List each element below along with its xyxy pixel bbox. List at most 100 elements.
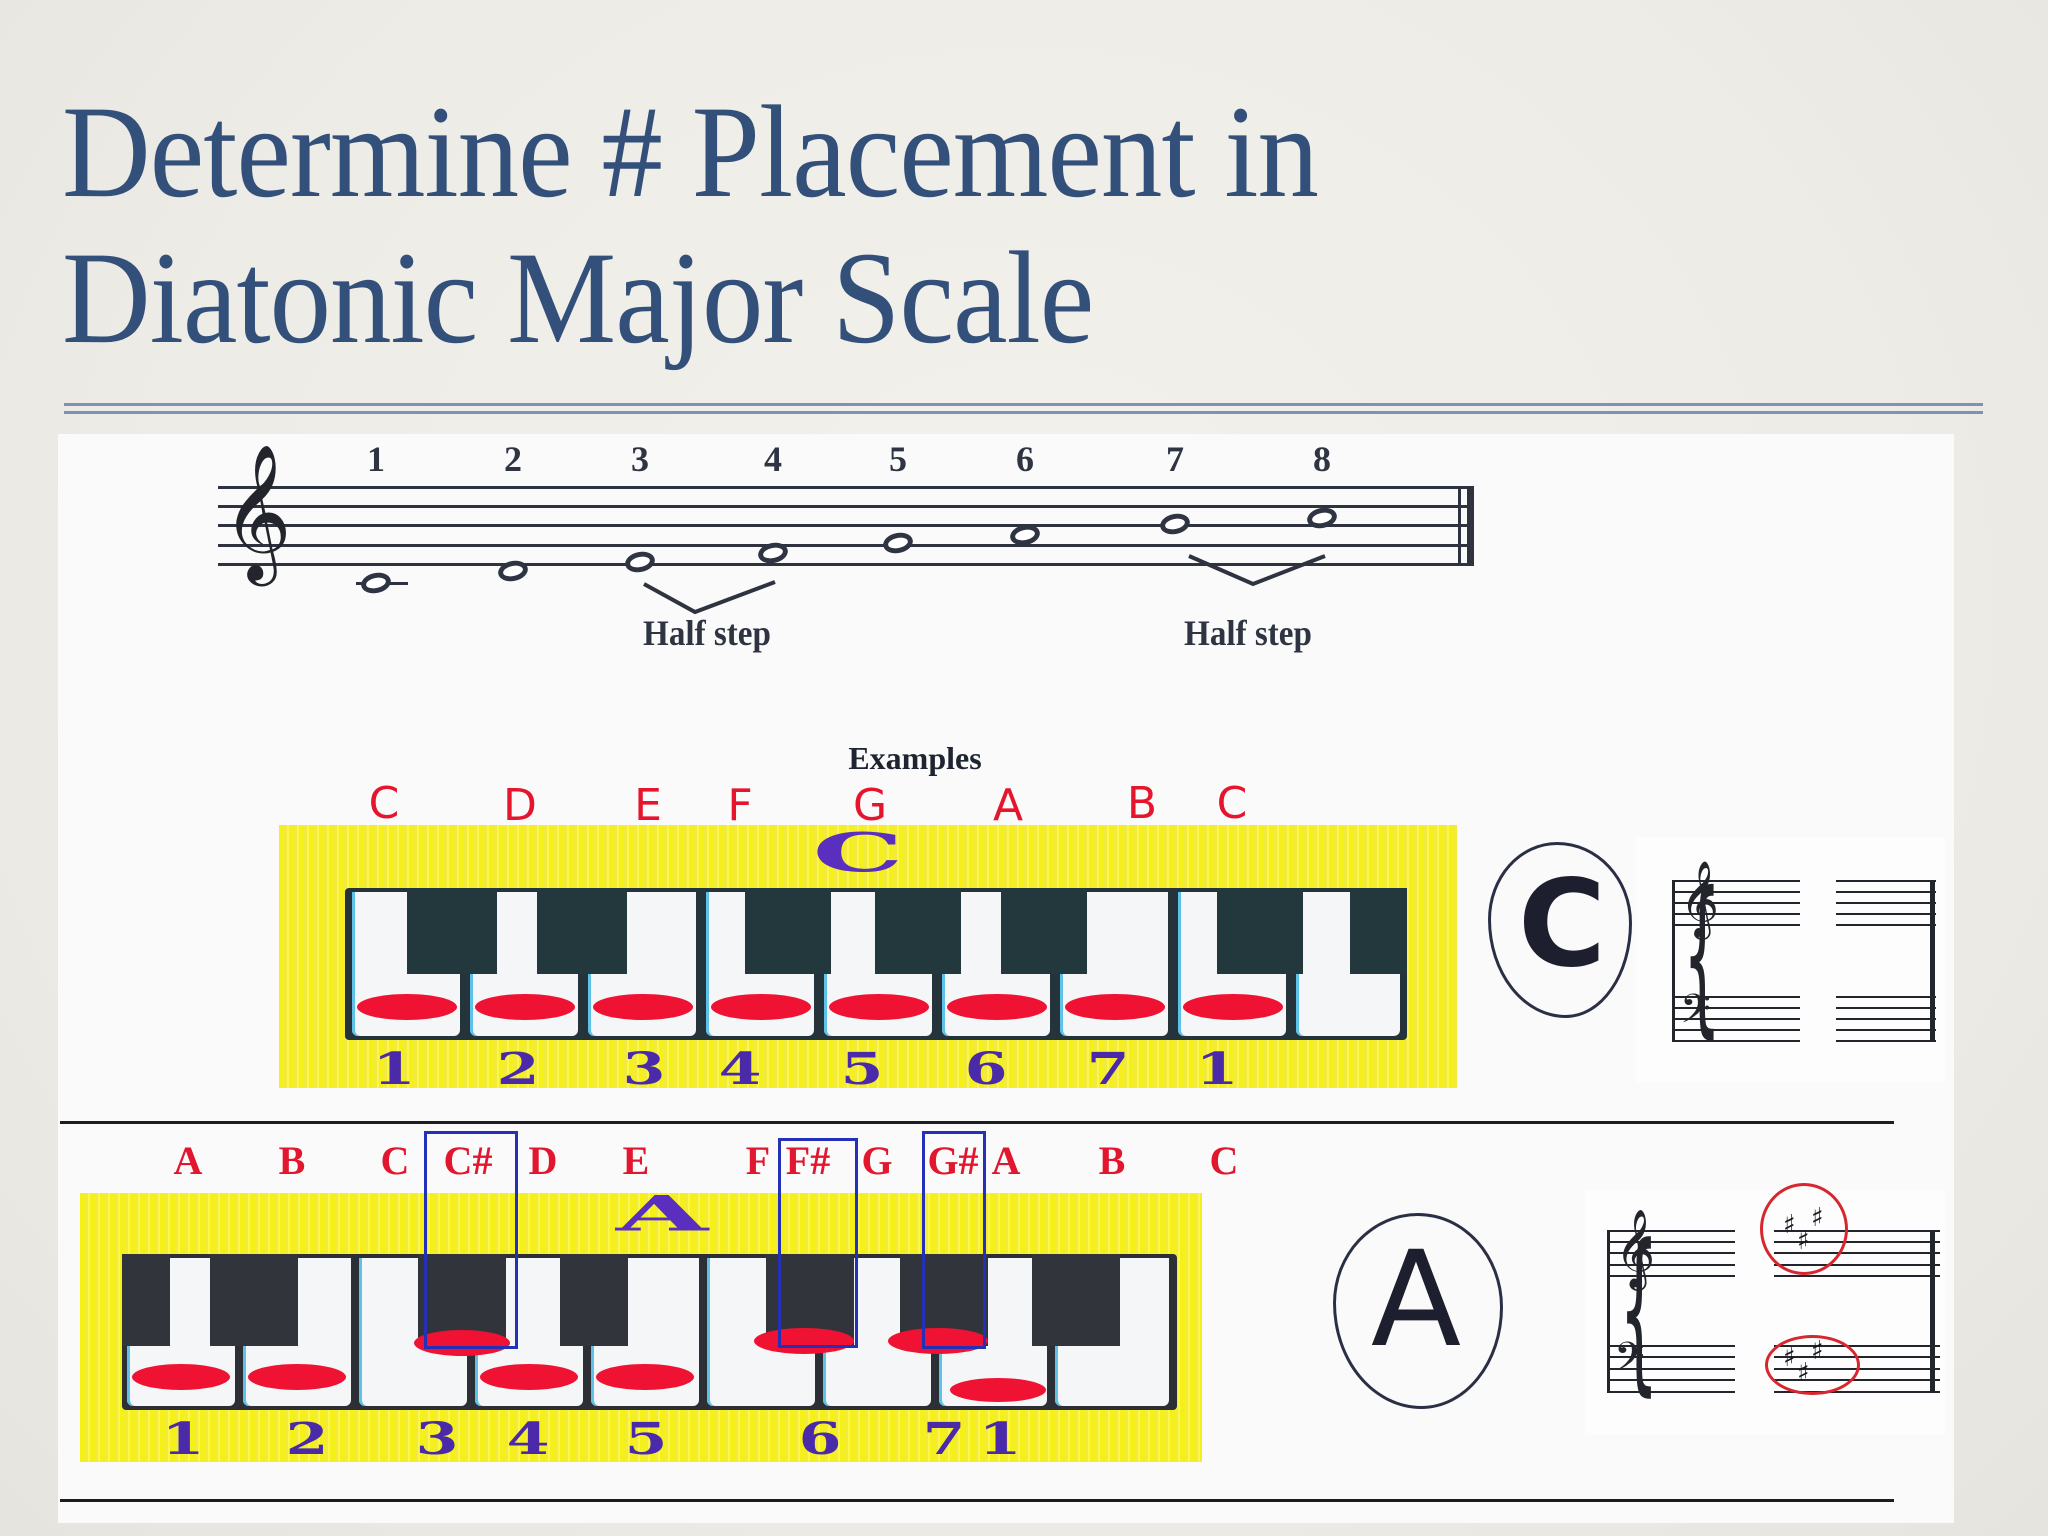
- staff-line: [1607, 1264, 1735, 1266]
- staff-line: [1672, 1029, 1800, 1031]
- black-key-a-sharp: [1001, 888, 1087, 974]
- staff-line: [1836, 1040, 1936, 1042]
- system-barline: [1607, 1230, 1610, 1392]
- staff-line: [1836, 996, 1936, 998]
- degree-number: 2: [285, 1414, 329, 1465]
- note-label-g-sharp: G#: [927, 1138, 979, 1183]
- grand-staff-card: [1636, 837, 1834, 1082]
- staff-line: [1836, 880, 1936, 882]
- black-key-c-sharp-octave: [1217, 888, 1303, 974]
- degree-number: 3: [415, 1414, 459, 1465]
- degree-number: 3: [622, 1044, 666, 1095]
- brace-icon: {: [1683, 856, 1722, 1054]
- note-label-g: G: [861, 1138, 893, 1183]
- treble-clef-icon: 𝄞: [1615, 1209, 1656, 1288]
- staff-line: [1607, 1230, 1735, 1232]
- staff-line: [1774, 1275, 1940, 1277]
- black-key-d-sharp-octave: [1350, 888, 1407, 974]
- note-label-f: F: [727, 780, 753, 831]
- final-barline: [1930, 880, 1935, 1042]
- note-label-g: G: [852, 780, 888, 831]
- scale-marker-sharp: [754, 1328, 854, 1354]
- note-label-e: E: [634, 780, 662, 831]
- staff-line: [218, 544, 1474, 547]
- staff-line: [218, 563, 1474, 566]
- title-rule-bottom: [64, 411, 1983, 414]
- black-key-a-sharp: [210, 1254, 298, 1346]
- degree-number: 4: [506, 1414, 550, 1465]
- staff-line: [218, 524, 1474, 527]
- note-label-f: F: [745, 1138, 771, 1183]
- note-label-c-sharp: C#: [443, 1138, 493, 1183]
- staff-line: [1836, 891, 1936, 893]
- note-label-c: C: [368, 778, 400, 829]
- staff-line: [1836, 902, 1936, 904]
- note-label-a-octave: A: [991, 1138, 1021, 1183]
- half-step-label: Half step: [643, 613, 771, 653]
- note-label-e: E: [622, 1138, 650, 1183]
- staff-line: [1607, 1275, 1735, 1277]
- staff-line: [1672, 880, 1800, 882]
- note-label-c: C: [380, 1138, 410, 1183]
- scale-marker: [480, 1364, 578, 1390]
- scale-degree-number: 1: [367, 439, 385, 479]
- black-key-d-sharp: [560, 1254, 628, 1346]
- sharp-highlight-box-c-sharp: [424, 1131, 518, 1349]
- staff-line: [1774, 1379, 1940, 1381]
- slide-title-line-2: Diatonic Major Scale: [62, 224, 1094, 371]
- treble-clef-icon: 𝄞: [222, 442, 292, 580]
- title-rule-top: [64, 403, 1983, 406]
- note-label-b: B: [278, 1138, 306, 1183]
- half-step-bracket-icon: [1188, 554, 1326, 587]
- degree-number: 1: [372, 1044, 416, 1095]
- c-major-key-letter: C: [812, 821, 904, 884]
- circled-key-letter-a: A: [1370, 1223, 1462, 1377]
- scale-degree-number: 3: [631, 439, 649, 479]
- circled-key-c: [1488, 842, 1632, 1018]
- degree-number: 6: [964, 1044, 1008, 1095]
- scale-degree-number: 8: [1313, 439, 1331, 479]
- staff-line: [1672, 902, 1800, 904]
- circled-key-a: [1333, 1213, 1503, 1409]
- half-step-label: Half step: [1184, 613, 1312, 653]
- staff-line: [218, 505, 1474, 508]
- staff-line: [1774, 1264, 1940, 1266]
- staff-line: [1672, 996, 1800, 998]
- staff-line: [1672, 924, 1800, 926]
- degree-number: 1: [1195, 1044, 1239, 1095]
- staff-line: [1672, 891, 1800, 893]
- bottom-divider: [60, 1499, 1894, 1502]
- slide-title-line-1: Determine # Placement in: [62, 78, 1319, 225]
- staff-line: [1672, 1040, 1800, 1042]
- degree-number: 7: [1086, 1044, 1130, 1095]
- scale-marker: [248, 1364, 346, 1390]
- staff-line: [1836, 1007, 1936, 1009]
- black-key-f-sharp: [745, 888, 831, 974]
- a-major-key-letter: A: [615, 1184, 709, 1243]
- staff-line: [1836, 1029, 1936, 1031]
- scale-marker: [950, 1378, 1046, 1402]
- scale-degree-number: 5: [889, 439, 907, 479]
- degree-number: 1: [161, 1414, 205, 1465]
- staff-line: [218, 486, 1474, 489]
- bass-clef-icon: 𝄢: [1680, 986, 1711, 1042]
- note-label-c-octave: C: [1216, 778, 1248, 829]
- note-label-f-sharp: F#: [785, 1138, 831, 1183]
- grand-staff-card: [1830, 837, 1945, 1082]
- final-barline: [1930, 1230, 1935, 1392]
- degree-number: 7: [922, 1414, 966, 1465]
- black-key-g-sharp: [875, 888, 961, 974]
- scale-marker: [132, 1364, 230, 1390]
- scale-degree-number: 7: [1166, 439, 1184, 479]
- c-major-keyboard: [345, 888, 1407, 1040]
- black-key-a-sharp-octave: [1032, 1254, 1120, 1346]
- scale-marker: [475, 994, 575, 1020]
- scale-marker-sharp: [414, 1330, 510, 1356]
- scale-marker: [593, 994, 693, 1020]
- staff-line: [1607, 1252, 1735, 1254]
- note-label-c-octave: C: [1209, 1138, 1239, 1183]
- degree-number: 5: [840, 1044, 884, 1095]
- half-step-bracket-icon: [643, 580, 776, 615]
- note-label-b-octave: B: [1098, 1138, 1126, 1183]
- section-divider: [60, 1121, 1894, 1124]
